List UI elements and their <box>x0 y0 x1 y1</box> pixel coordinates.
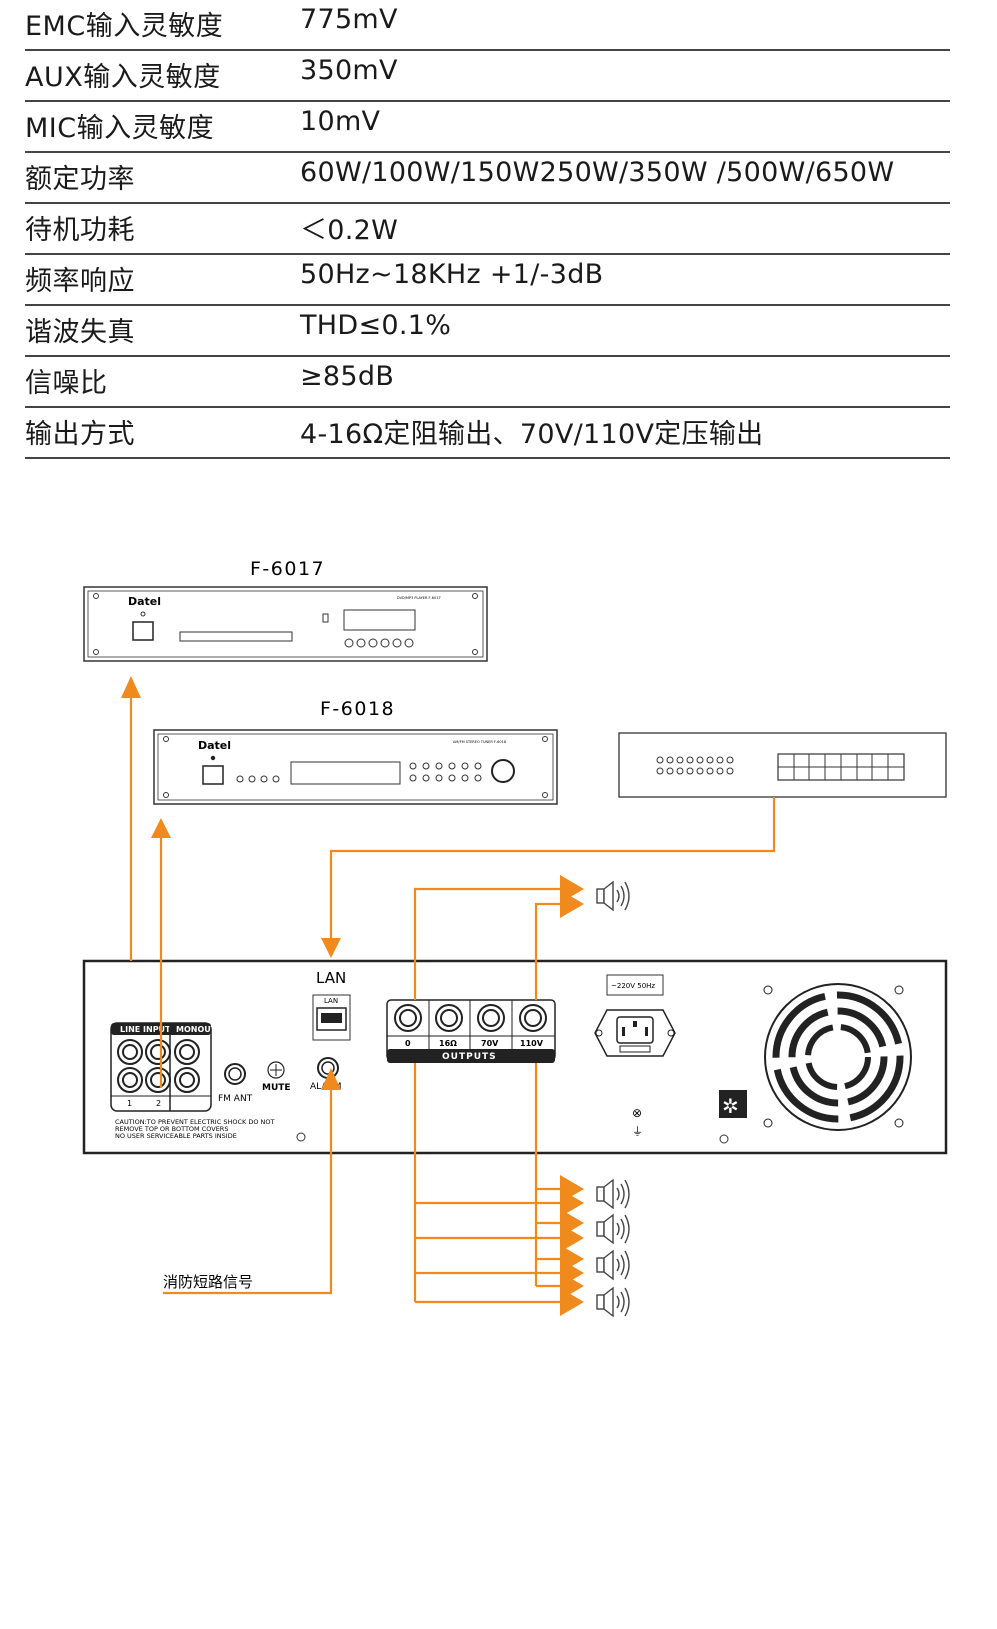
spec-row: 输出方式 4-16Ω定阻输出、70V/110V定压输出 <box>25 408 950 459</box>
spec-value: ≥85dB <box>300 361 395 392</box>
tuning-knob[interactable] <box>491 759 515 783</box>
spec-value: 60W/100W/150W250W/350W /500W/650W <box>300 157 895 188</box>
spec-label: AUX输入灵敏度 <box>25 62 221 93</box>
rca-jack[interactable] <box>145 1039 171 1065</box>
device1-power-button[interactable] <box>132 621 154 641</box>
caution-line-3: NO USER SERVICEABLE PARTS INSIDE <box>115 1132 237 1140</box>
spec-label: 待机功耗 <box>25 215 135 246</box>
spec-label: 频率响应 <box>25 266 135 297</box>
device2-power-button[interactable] <box>202 765 224 785</box>
spec-row: EMC输入灵敏度 775mV <box>25 0 950 51</box>
fuse-icon: ⊗ <box>632 1106 642 1120</box>
line-input-label: LINE INPUT <box>120 1025 171 1034</box>
spec-label: MIC输入灵敏度 <box>25 113 215 144</box>
input-1-label: 1 <box>127 1099 132 1108</box>
device1-model: F-6017 <box>250 558 325 580</box>
svg-text:✲: ✲ <box>722 1094 739 1118</box>
tuner-front-panel: Datel AM/FM STEREO TUNER F-6018 <box>153 729 558 805</box>
spec-row: 待机功耗 ＜0.2W <box>25 204 950 255</box>
spec-value: 350mV <box>300 55 398 86</box>
lan-label: LAN <box>316 969 346 987</box>
speaker-icon <box>596 1179 630 1209</box>
wiring-arrowheads <box>121 676 584 1316</box>
spec-value: 4-16Ω定阻输出、70V/110V定压输出 <box>300 419 764 450</box>
terminal-label: 0 <box>405 1039 411 1048</box>
fm-ant-label: FM ANT <box>218 1094 253 1104</box>
signal-wiring <box>129 690 776 1304</box>
spec-row: AUX输入灵敏度 350mV <box>25 51 950 102</box>
spec-row: MIC输入灵敏度 10mV <box>25 102 950 153</box>
terminal-label: 16Ω <box>439 1039 457 1048</box>
spec-row: 谐波失真 THD≤0.1% <box>25 306 950 357</box>
spec-label: 信噪比 <box>25 368 108 399</box>
speaker-icon <box>596 1287 630 1317</box>
spec-value: ＜0.2W <box>300 215 399 246</box>
rca-jack[interactable] <box>174 1039 200 1065</box>
spec-row: 频率响应 50Hz~18KHz +1/-3dB <box>25 255 950 306</box>
mute-label: MUTE <box>262 1083 291 1093</box>
output-terminal[interactable] <box>435 1004 463 1032</box>
network-switch <box>618 732 947 798</box>
monout-label: MONOUT <box>176 1025 217 1034</box>
spec-label: 额定功率 <box>25 164 135 195</box>
cooling-fan-grille <box>763 983 912 1131</box>
power-label: ~220V 50Hz <box>611 982 655 990</box>
line-input-panel: LINE INPUT MONOUT 1 2 <box>110 1022 217 1112</box>
lan-port-label: LAN <box>324 997 338 1005</box>
output-terminal[interactable] <box>477 1004 505 1032</box>
spec-value: 775mV <box>300 4 398 35</box>
device1-brand: Datel <box>128 595 161 608</box>
terminal-label: 110V <box>520 1039 544 1048</box>
spec-row: 信噪比 ≥85dB <box>25 357 950 408</box>
speaker-icon <box>596 1214 630 1244</box>
caution-line-2: REMOVE TOP OR BOTTOM COVERS <box>115 1125 228 1133</box>
rca-jack[interactable] <box>145 1067 171 1093</box>
spec-row: 额定功率 60W/100W/150W250W/350W /500W/650W <box>25 153 950 204</box>
output-terminal[interactable] <box>519 1004 547 1032</box>
spec-label: 输出方式 <box>25 419 135 450</box>
spec-label: EMC输入灵敏度 <box>25 11 224 42</box>
device2-model: F-6018 <box>320 698 395 720</box>
spec-value: 50Hz~18KHz +1/-3dB <box>300 259 604 290</box>
spec-table: EMC输入灵敏度 775mV AUX输入灵敏度 350mV MIC输入灵敏度 10mV… <box>25 0 950 459</box>
fan-icon: ✲ <box>719 1090 747 1118</box>
outputs-label: OUTPUTS <box>442 1052 497 1062</box>
caution-line-1: CAUTION:TO PREVENT ELECTRIC SHOCK DO NOT <box>115 1118 274 1126</box>
alarm-signal-label: 消防短路信号 <box>163 1273 253 1291</box>
spec-value: 10mV <box>300 106 381 137</box>
lan-port[interactable]: LAN <box>312 994 351 1041</box>
amplifier-rear-panel: LAN LAN LINE INPUT MONOUT 1 2 FM ANT <box>82 959 948 1155</box>
rca-jack[interactable] <box>174 1067 200 1093</box>
rca-jack[interactable] <box>117 1039 143 1065</box>
ground-icon: ⏚ <box>632 1125 643 1138</box>
dvd-player-front-panel: Datel DVD/MP3 PLAYER F-6017 <box>83 586 488 662</box>
speaker-output-terminals: 0 16Ω 70V 110V OUTPUTS <box>386 999 556 1063</box>
output-terminal[interactable] <box>394 1004 422 1032</box>
device2-brand: Datel <box>198 739 231 752</box>
terminal-label: 70V <box>481 1039 499 1048</box>
speaker-icon <box>596 881 630 911</box>
device1-header-text: DVD/MP3 PLAYER F-6017 <box>397 596 441 600</box>
rca-jack[interactable] <box>117 1067 143 1093</box>
input-2-label: 2 <box>156 1099 161 1108</box>
speaker-icon <box>596 1250 630 1280</box>
power-inlet[interactable]: ~220V 50Hz <box>594 974 676 1057</box>
spec-value: THD≤0.1% <box>300 310 452 341</box>
spec-label: 谐波失真 <box>25 317 135 348</box>
device2-header-text: AM/FM STEREO TUNER F-6018 <box>453 740 506 744</box>
